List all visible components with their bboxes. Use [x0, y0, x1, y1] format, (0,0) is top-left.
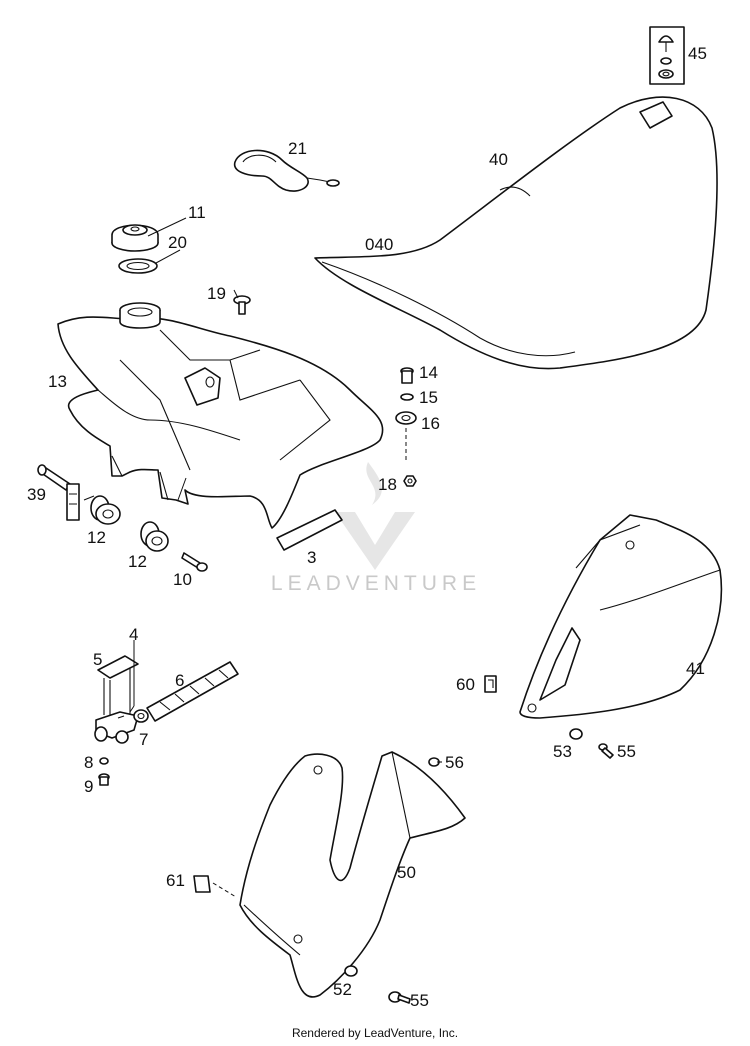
svg-text:LEADVENTURE: LEADVENTURE — [271, 572, 481, 595]
part-55-screw — [598, 743, 614, 759]
part-12-grommet — [140, 521, 169, 552]
part-7-clamp — [133, 709, 149, 723]
leader-line — [83, 477, 187, 501]
callout-6: 6 — [175, 671, 184, 690]
part-55-screw — [388, 991, 411, 1004]
callout-56: 56 — [445, 753, 464, 772]
callout-labels: 45 21 40 040 11 20 19 13 14 15 16 18 39 … — [27, 44, 707, 1010]
part-4-fuel-tap — [94, 655, 139, 744]
leadventure-watermark: LEADVENTURE — [271, 462, 481, 595]
callout-14: 14 — [419, 363, 438, 382]
part-39-screw — [37, 464, 80, 521]
part-56-screw — [428, 757, 442, 767]
part-3-pad — [276, 509, 343, 551]
part-61-clip — [193, 875, 211, 893]
callout-7: 7 — [139, 730, 148, 749]
leader-lines — [147, 217, 239, 299]
part-15-washer — [400, 393, 414, 401]
part-50-shroud — [239, 751, 466, 998]
callout-21: 21 — [288, 139, 307, 158]
callout-61: 61 — [166, 871, 185, 890]
callout-45: 45 — [688, 44, 707, 63]
callout-53: 53 — [553, 742, 572, 761]
part-14-screw — [400, 367, 414, 384]
part-8-washer — [99, 757, 109, 765]
part-40-seat — [314, 96, 718, 370]
callout-12a: 12 — [87, 528, 106, 547]
part-53-washer — [569, 728, 583, 740]
callout-55b: 55 — [410, 991, 429, 1010]
part-16-washer — [395, 411, 417, 425]
callout-4: 4 — [129, 625, 138, 644]
callout-60: 60 — [456, 675, 475, 694]
footer-credit: Rendered by LeadVenture, Inc. — [291, 1026, 459, 1040]
part-12-grommet — [90, 495, 121, 525]
callout-20: 20 — [168, 233, 187, 252]
part-41-side-cover — [519, 514, 723, 719]
part-52-washer — [344, 965, 358, 977]
callout-19: 19 — [207, 284, 226, 303]
callout-040: 040 — [365, 235, 393, 254]
leader-line — [129, 640, 135, 713]
part-11-filler-cap — [111, 224, 159, 252]
callout-3: 3 — [307, 548, 316, 567]
callout-5: 5 — [93, 650, 102, 669]
part-21-bracket — [233, 149, 340, 192]
part-18-nut — [403, 475, 417, 487]
callout-11: 11 — [188, 203, 206, 222]
callout-18: 18 — [378, 475, 397, 494]
callout-16: 16 — [421, 414, 440, 433]
part-45-seat-fixing-kit — [649, 26, 685, 85]
callout-15: 15 — [419, 388, 438, 407]
part-60-clip — [484, 675, 497, 693]
callout-55a: 55 — [617, 742, 636, 761]
callout-40: 40 — [489, 150, 508, 169]
callout-9: 9 — [84, 777, 93, 796]
callout-10: 10 — [173, 570, 192, 589]
callout-39: 39 — [27, 485, 46, 504]
callout-13: 13 — [48, 372, 67, 391]
callout-41: 41 — [686, 659, 705, 678]
callout-52: 52 — [333, 980, 352, 999]
part-6-fuel-hose — [146, 661, 239, 722]
part-9-screw — [98, 773, 110, 786]
assembly-line — [212, 882, 237, 898]
callout-8: 8 — [84, 753, 93, 772]
part-10-screw — [181, 552, 208, 572]
part-19-screw — [233, 295, 251, 315]
callout-12b: 12 — [128, 552, 147, 571]
callout-50: 50 — [397, 863, 416, 882]
part-13-fuel-tank — [57, 302, 384, 529]
part-20-seal — [118, 258, 158, 274]
